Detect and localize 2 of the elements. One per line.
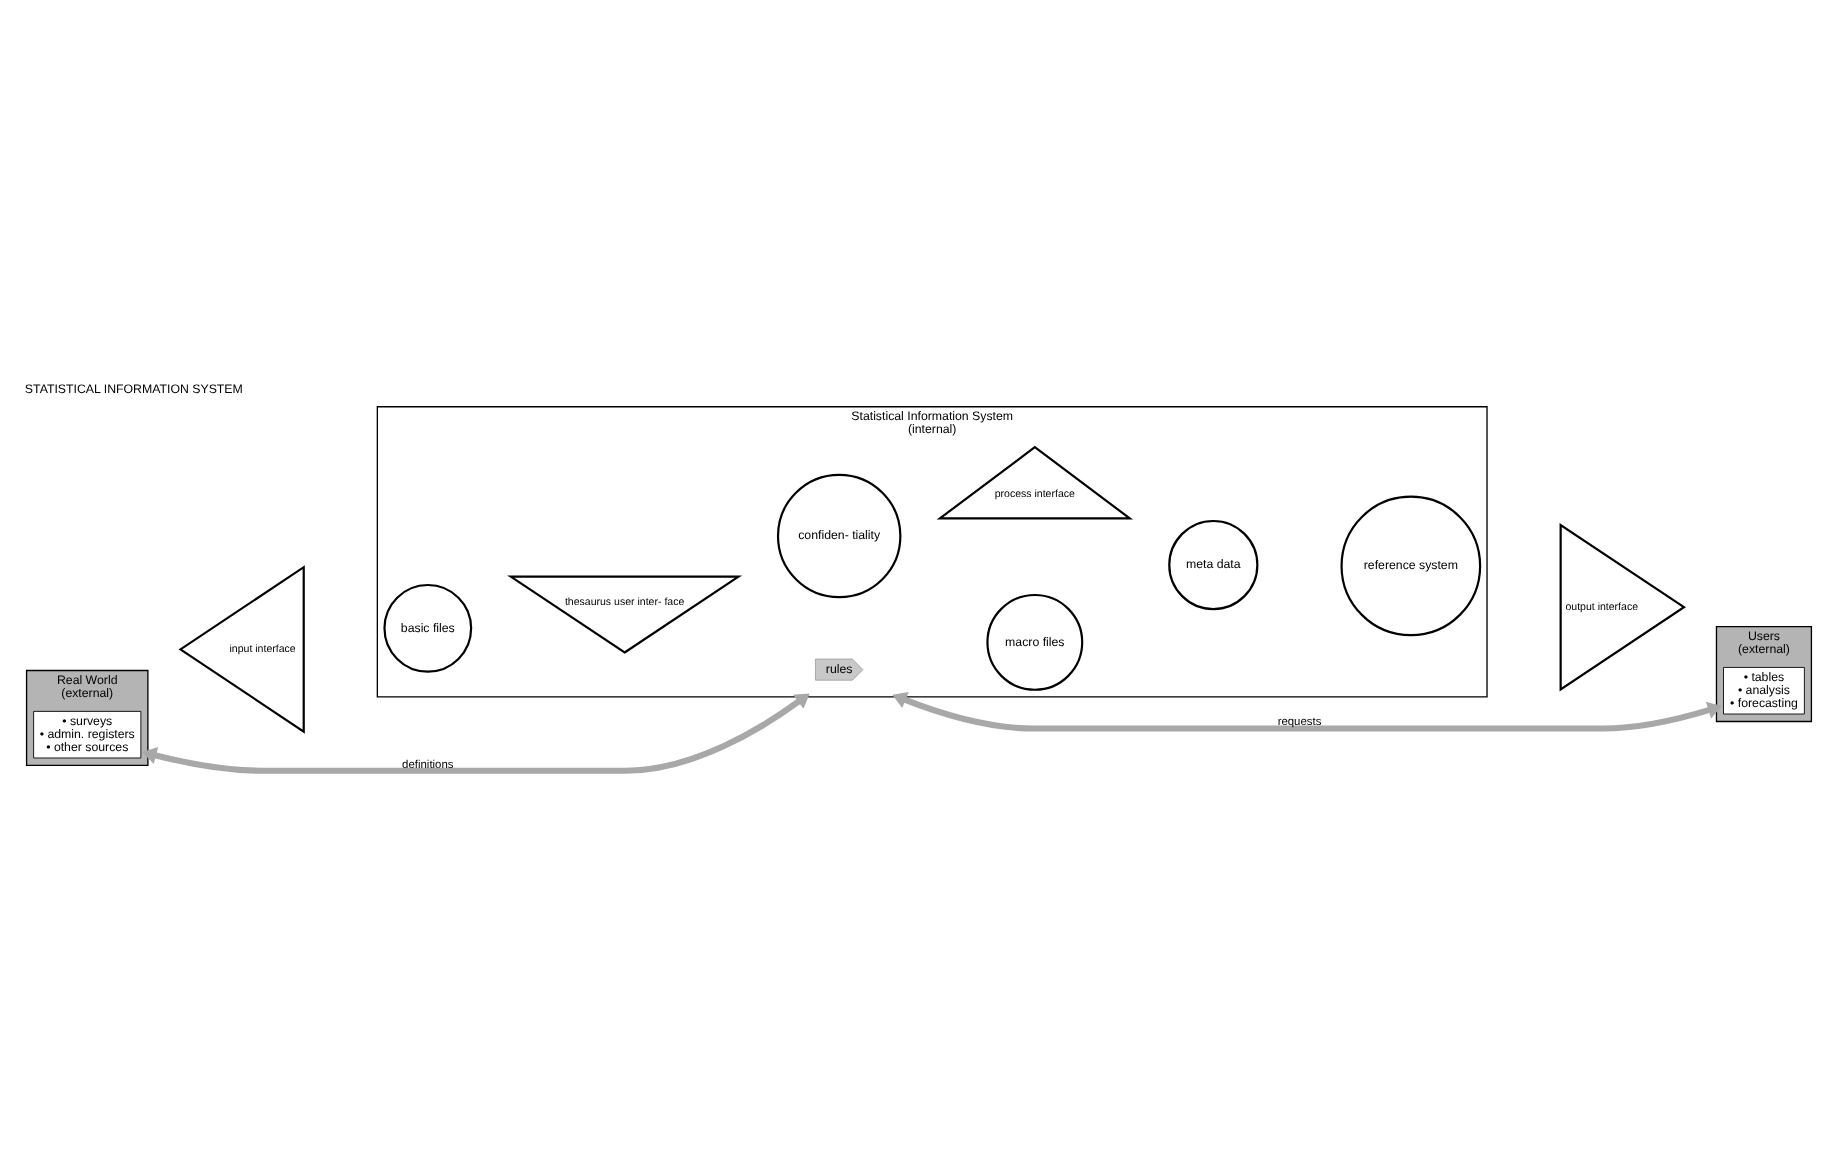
arrow	[142, 693, 810, 774]
arrow	[892, 691, 1723, 732]
